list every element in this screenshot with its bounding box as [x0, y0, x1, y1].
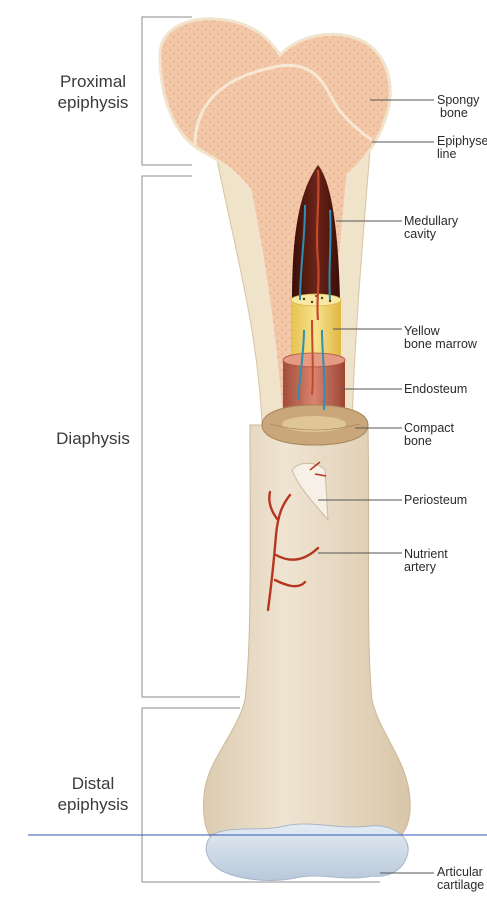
nutrient-artery-label: Nutrient artery	[404, 548, 448, 574]
endosteum-label-line1: Endosteum	[404, 383, 467, 396]
diaphysis-bracket	[142, 176, 240, 697]
epiphyseal-line-label-line2: line	[437, 148, 487, 161]
yellow-bone-marrow	[291, 300, 341, 360]
compact-bone-label-line2: bone	[404, 435, 454, 448]
medullary-cavity-label-line2: cavity	[404, 228, 458, 241]
yellow-bone-marrow-label: Yellow bone marrow	[404, 325, 477, 351]
proximal-epiphysis-label: Proximal epiphysis	[52, 71, 134, 113]
articular-cartilage-label-line2: cartilage	[437, 879, 484, 892]
diaphysis-label-line1: Diaphysis	[52, 428, 134, 449]
proximal-label-line1: Proximal	[52, 71, 134, 92]
epiphyseal-line-label: Epiphyseal line	[437, 135, 487, 161]
nutrient-artery-label-line2: artery	[404, 561, 448, 574]
periosteum-label-line1: Periosteum	[404, 494, 467, 507]
distal-label-line1: Distal	[52, 773, 134, 794]
distal-label-line2: epiphysis	[52, 794, 134, 815]
proximal-label-line2: epiphysis	[52, 92, 134, 113]
articular-cartilage-label: Articular cartilage	[437, 866, 484, 892]
spongy-bone-label: Spongy bone	[437, 94, 479, 120]
medullary-cavity-label: Medullary cavity	[404, 215, 458, 241]
periosteum-label: Periosteum	[404, 494, 467, 507]
spongy-bone-label-line2: bone	[437, 107, 479, 120]
compact-bone-label: Compact bone	[404, 422, 454, 448]
distal-epiphysis-label: Distal epiphysis	[52, 773, 134, 815]
articular-cartilage	[206, 824, 408, 880]
yellow-bone-marrow-label-line2: bone marrow	[404, 338, 477, 351]
diaphysis-label: Diaphysis	[52, 428, 134, 449]
endosteum-label: Endosteum	[404, 383, 467, 396]
